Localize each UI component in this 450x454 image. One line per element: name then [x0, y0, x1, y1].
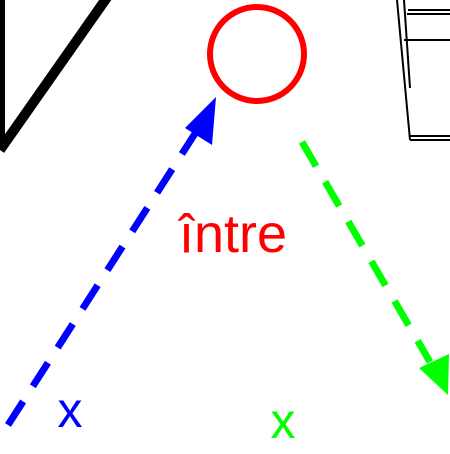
- left-object: [0, 0, 112, 153]
- right-object: [396, 0, 450, 141]
- right-arrow-head: [419, 354, 449, 395]
- right-arrow-shaft: [298, 140, 434, 364]
- right-endpoint-label: x: [271, 393, 296, 449]
- right-arrow: [298, 140, 449, 395]
- left-object-edge-diagonal: [0, 0, 112, 153]
- left-endpoint-label: x: [58, 382, 83, 438]
- center-word: între: [177, 204, 287, 264]
- right-object-edge-2: [403, 0, 411, 89]
- left-arrow-shaft: [5, 130, 199, 427]
- center-circle: [207, 4, 307, 104]
- right-object-edge-1: [396, 0, 411, 141]
- left-arrow-head: [185, 97, 216, 145]
- left-arrow: [5, 97, 216, 427]
